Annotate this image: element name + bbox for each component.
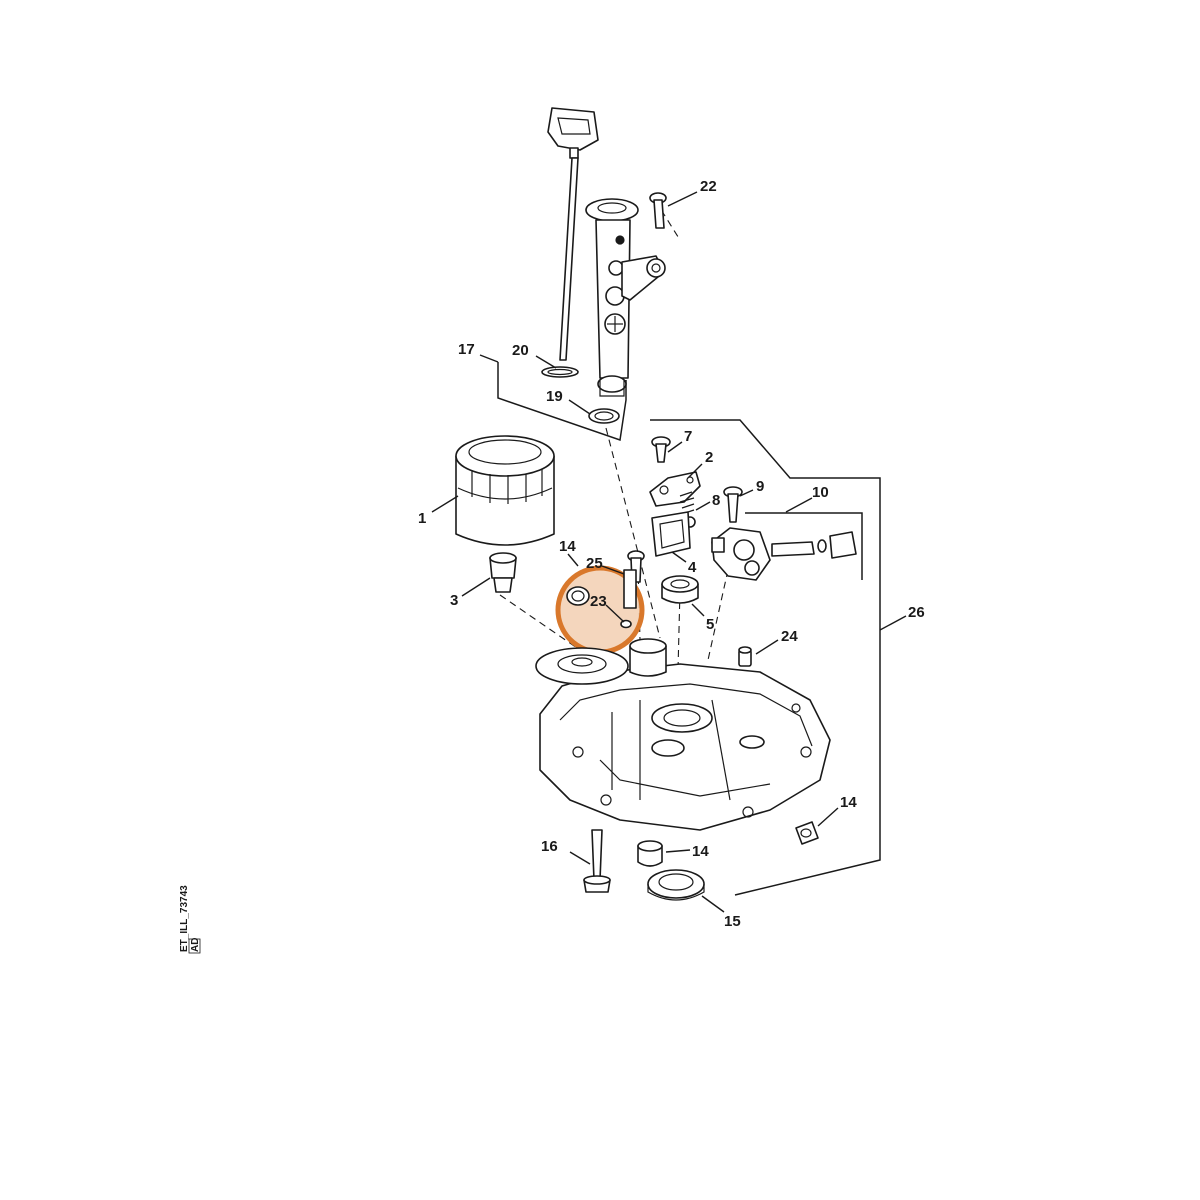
callout-4: 4 — [688, 559, 697, 576]
callout-25: 25 — [586, 555, 603, 572]
callout-9: 9 — [756, 478, 764, 495]
o-ring-19 — [588, 408, 620, 424]
drawing-code-line2: AD — [190, 938, 201, 952]
callout-14-upper: 14 — [559, 538, 576, 555]
drawing-code: ET_ILL_73743 AD — [179, 885, 201, 954]
oil-filter — [455, 435, 555, 546]
dipstick — [547, 107, 599, 361]
callout-20: 20 — [512, 342, 529, 359]
callout-16: 16 — [541, 838, 558, 855]
crankcase-sump — [535, 638, 831, 831]
bearing-5 — [661, 575, 699, 604]
leader-lines — [431, 191, 907, 913]
callout-24: 24 — [781, 628, 798, 645]
callout-19: 19 — [546, 388, 563, 405]
oil-seal-15 — [647, 869, 705, 901]
bolt-9 — [723, 486, 743, 523]
cover-plate-2 — [649, 471, 701, 507]
filter-nipple-3 — [489, 552, 517, 593]
callout-17: 17 — [458, 341, 475, 358]
plug-14-right — [795, 821, 819, 845]
callout-22: 22 — [700, 178, 717, 195]
dowel-24 — [738, 646, 752, 667]
callout-3: 3 — [450, 592, 458, 609]
gasket-4 — [651, 511, 691, 557]
o-ring-20 — [541, 366, 579, 378]
callout-14-bottom: 14 — [692, 843, 709, 860]
callout-1: 1 — [418, 510, 426, 527]
callout-14-right: 14 — [840, 794, 857, 811]
bolt-16 — [583, 829, 611, 893]
bracket-group-17 — [497, 362, 627, 442]
callout-26: 26 — [908, 604, 925, 621]
callout-2: 2 — [705, 449, 713, 466]
bracket-group-26 — [650, 419, 881, 896]
assembly-lines — [499, 199, 729, 671]
drawing-code-line1: ET_ILL_73743 — [179, 885, 190, 952]
screw-7 — [651, 436, 671, 463]
callout-5: 5 — [706, 616, 714, 633]
drawing-code-box — [188, 938, 201, 954]
callout-7: 7 — [684, 428, 692, 445]
oil-fill-tube — [585, 198, 666, 397]
callout-8: 8 — [712, 492, 720, 509]
bolt-22 — [649, 192, 667, 229]
callout-23: 23 — [590, 593, 607, 610]
bracket-group-10 — [745, 512, 863, 580]
cap-14-bottom — [637, 840, 663, 867]
highlight-marker-23 — [555, 565, 645, 655]
oil-pump-10 — [711, 527, 857, 581]
callout-15: 15 — [724, 913, 741, 930]
callout-labels: 17 20 19 22 1 3 7 2 8 9 10 14 25 23 4 5 … — [418, 178, 925, 930]
callout-10: 10 — [812, 484, 829, 501]
